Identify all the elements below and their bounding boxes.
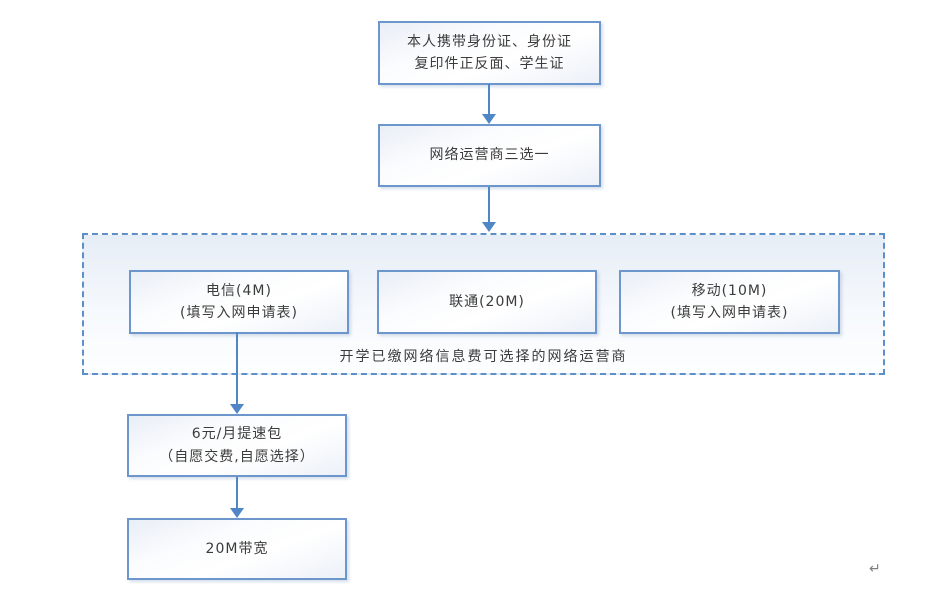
node-required-documents: 本人携带身份证、身份证 复印件正反面、学生证 (378, 21, 601, 85)
arrow-documents-to-operator-line (488, 84, 490, 115)
arrow-documents-to-operator-head (482, 114, 496, 124)
node-choose-operator: 网络运营商三选一 (378, 124, 601, 187)
arrow-speedpack-to-bandwidth-head (230, 508, 244, 518)
arrow-telecom-to-speedpack-line (236, 332, 238, 405)
node-speed-package-line2: （自愿交费,自愿选择） (159, 448, 315, 465)
paragraph-return-mark: ↵ (869, 561, 881, 577)
node-telecom-line2: (填写入网申请表) (180, 305, 298, 321)
arrow-operator-to-group-head (482, 222, 496, 232)
node-bandwidth: 20M带宽 (127, 518, 347, 580)
arrow-speedpack-to-bandwidth-line (236, 477, 238, 509)
node-mobile-line1: 移动(10M) (691, 282, 768, 299)
node-mobile: 移动(10M) (填写入网申请表) (619, 270, 840, 334)
node-choose-operator-label: 网络运营商三选一 (429, 147, 550, 164)
node-telecom-line1: 电信(4M) (206, 282, 272, 299)
arrow-telecom-to-speedpack-head (230, 404, 244, 414)
operator-group-caption: 开学已缴网络信息费可选择的网络运营商 (339, 349, 628, 365)
node-required-documents-line1: 本人携带身份证、身份证 (407, 33, 572, 50)
node-required-documents-line2: 复印件正反面、学生证 (414, 56, 565, 72)
node-telecom: 电信(4M) (填写入网申请表) (129, 270, 349, 334)
node-mobile-line2: (填写入网申请表) (670, 305, 789, 321)
node-speed-package-line1: 6元/月提速包 (191, 426, 283, 443)
arrow-operator-to-group-line (488, 187, 490, 223)
node-unicom-label: 联通(20M) (449, 293, 525, 310)
node-bandwidth-label: 20M带宽 (205, 540, 269, 557)
operator-group-container: 电信(4M) (填写入网申请表) 联通(20M) 移动(10M) (填写入网申请… (82, 233, 885, 375)
node-unicom: 联通(20M) (377, 270, 597, 334)
node-speed-package: 6元/月提速包 （自愿交费,自愿选择） (127, 414, 347, 477)
